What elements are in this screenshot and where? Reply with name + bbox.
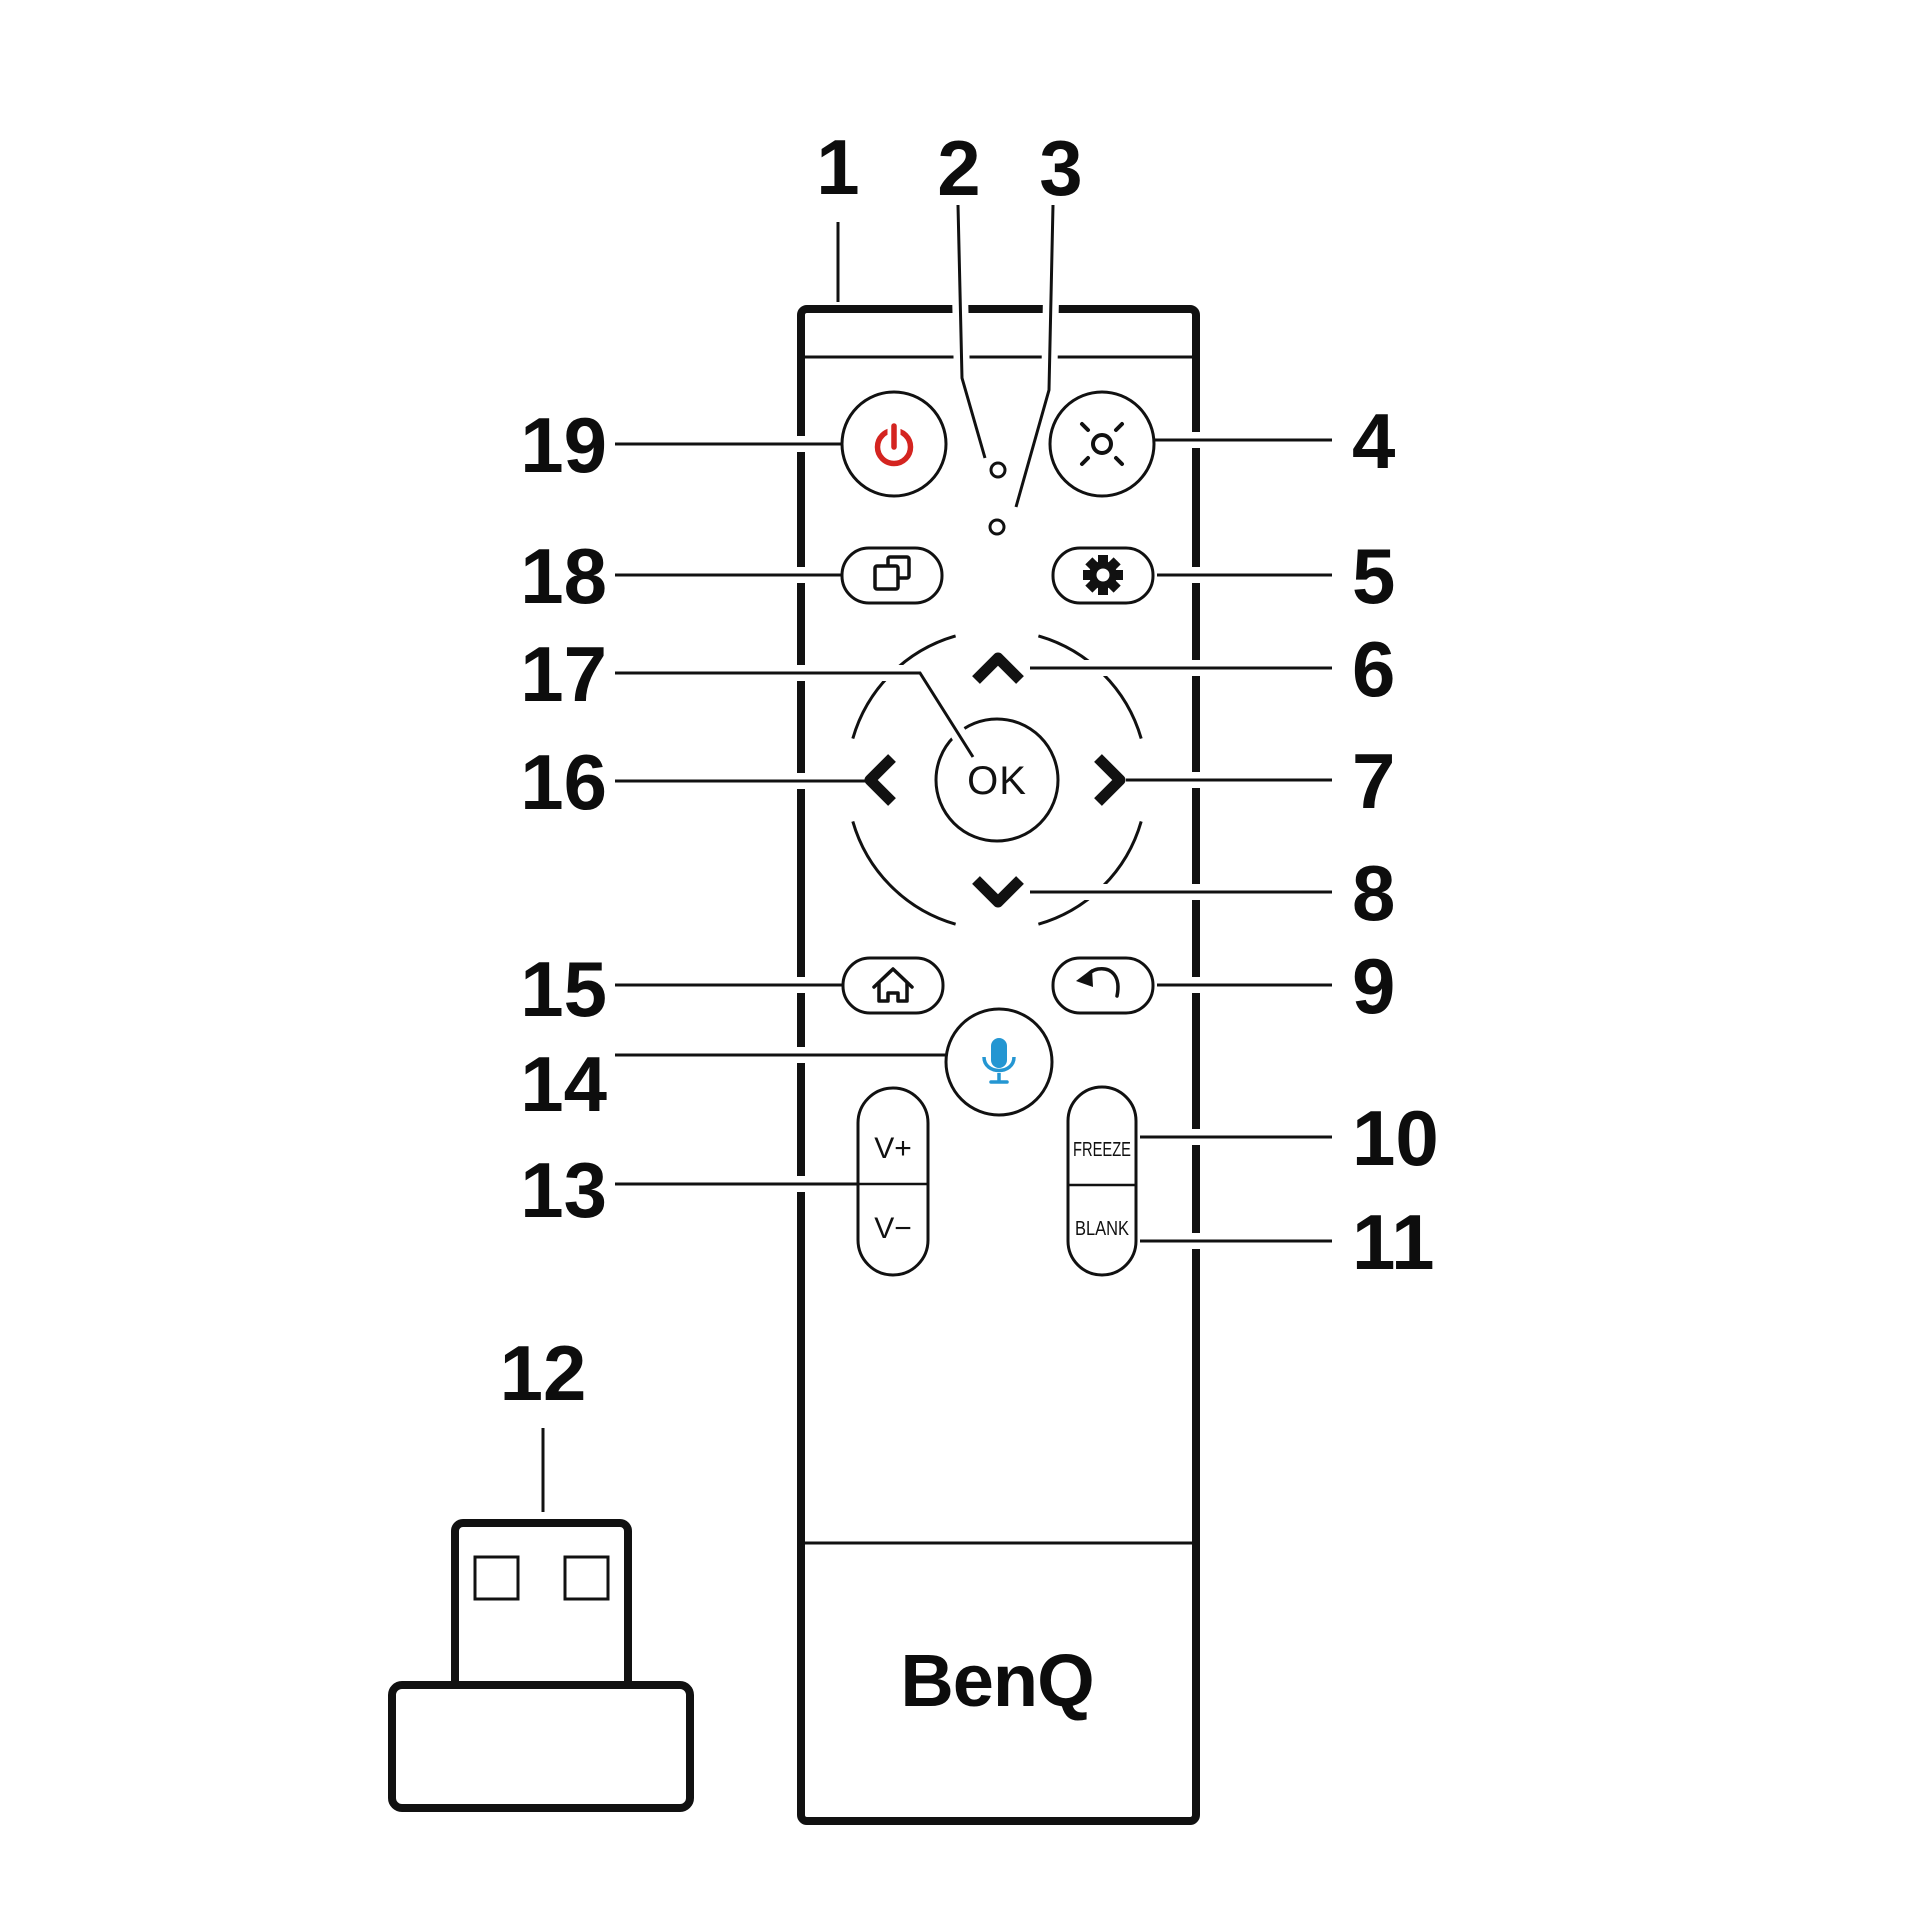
- callout-label-13: 13: [520, 1146, 607, 1234]
- callout-label-9: 9: [1352, 942, 1395, 1030]
- settings-button[interactable]: [1051, 546, 1155, 605]
- chevron-right-icon[interactable]: [1094, 754, 1126, 806]
- home-icon: [872, 967, 914, 1003]
- led-indicator-dot: [989, 461, 1007, 479]
- back-arrow-icon: [1076, 967, 1120, 998]
- chevron-up-icon[interactable]: [972, 652, 1024, 684]
- home-button[interactable]: [841, 956, 945, 1015]
- callout-label-11: 11: [1352, 1198, 1434, 1286]
- dpad-arrows: OK: [864, 652, 1126, 908]
- freeze-label: FREEZE: [1073, 1139, 1131, 1161]
- callout-label-15: 15: [520, 945, 607, 1033]
- volume-rocker[interactable]: V+ V−: [856, 1086, 930, 1277]
- callout-label-3: 3: [1039, 124, 1082, 212]
- chevron-left-icon[interactable]: [864, 754, 896, 806]
- power-button[interactable]: [840, 390, 948, 498]
- window-duplicate-icon: [873, 555, 911, 591]
- callout-lines: [535, 204, 1332, 1512]
- callout-17: [615, 665, 980, 762]
- callout-label-7: 7: [1352, 737, 1395, 825]
- light-brightness-icon: [1080, 422, 1124, 466]
- chevron-down-icon[interactable]: [972, 876, 1024, 908]
- usb-contact-hole-left: [473, 1555, 520, 1601]
- light-button[interactable]: [1048, 390, 1156, 498]
- volume-down-label: V−: [874, 1212, 912, 1245]
- dpad-arc-sw: [851, 820, 957, 926]
- usb-contact-hole-right: [563, 1555, 610, 1601]
- callout-2: [950, 204, 993, 461]
- voice-button[interactable]: [944, 1007, 1054, 1117]
- usb-dongle: [388, 1519, 694, 1812]
- callout-3: [1008, 204, 1061, 510]
- power-icon: [874, 421, 914, 467]
- blank-label: BLANK: [1075, 1218, 1130, 1240]
- callout-label-6: 6: [1352, 625, 1395, 713]
- callout-label-14: 14: [520, 1040, 607, 1128]
- gear-icon: [1083, 555, 1123, 595]
- freeze-blank-rocker[interactable]: FREEZE BLANK: [1066, 1085, 1138, 1277]
- callout-label-17: 17: [520, 630, 607, 718]
- callout-label-16: 16: [520, 738, 607, 826]
- microphone-icon: [982, 1038, 1016, 1084]
- ok-button-label: OK: [967, 759, 1027, 803]
- benq-logo: BenQ: [900, 1639, 1093, 1722]
- callout-label-1: 1: [816, 123, 859, 211]
- callout-label-12: 12: [500, 1329, 587, 1417]
- back-button[interactable]: [1051, 956, 1155, 1015]
- callout-label-4: 4: [1352, 397, 1395, 485]
- usb-connector-shell: [451, 1519, 632, 1697]
- callout-labels: 1 2 3 4 5 6 7 8 9 10 11 12 13 14 15 16 1…: [500, 123, 1439, 1417]
- callout-label-10: 10: [1352, 1094, 1439, 1182]
- callout-label-18: 18: [520, 532, 607, 620]
- callout-label-2: 2: [937, 124, 980, 212]
- callout-label-19: 19: [520, 401, 607, 489]
- callout-label-8: 8: [1352, 849, 1395, 937]
- volume-up-label: V+: [874, 1132, 912, 1165]
- source-button[interactable]: [840, 546, 944, 605]
- usb-dongle-body: [388, 1681, 694, 1812]
- callout-label-5: 5: [1352, 532, 1395, 620]
- microphone-hole-dot: [988, 518, 1006, 536]
